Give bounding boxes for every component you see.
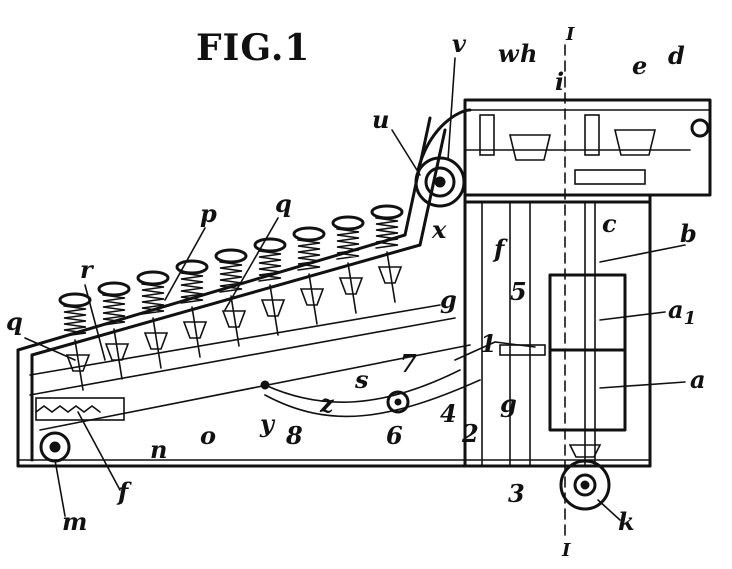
label-b: b bbox=[680, 219, 697, 248]
key-3 bbox=[136, 270, 170, 369]
key-7 bbox=[292, 226, 326, 325]
leader-lines bbox=[24, 57, 686, 521]
label-s: s bbox=[354, 365, 369, 394]
label-section-bottom: I bbox=[561, 540, 571, 561]
roller-k bbox=[559, 444, 611, 511]
key-2 bbox=[97, 281, 131, 380]
figure-title: FIG.1 bbox=[196, 27, 310, 69]
label-1: 1 bbox=[480, 329, 497, 358]
label-k: k bbox=[618, 507, 635, 536]
label-u: u bbox=[372, 105, 389, 134]
label-m: m bbox=[62, 507, 87, 536]
label-c: c bbox=[602, 209, 617, 238]
lever-arms bbox=[260, 341, 546, 418]
label-q-upper: q bbox=[275, 189, 292, 218]
label-e: e bbox=[632, 51, 647, 80]
label-p: p bbox=[200, 199, 217, 228]
label-y: y bbox=[259, 409, 276, 438]
label-4: 4 bbox=[440, 399, 457, 428]
key-1 bbox=[58, 292, 92, 391]
main-housing bbox=[463, 193, 652, 468]
weight-a bbox=[548, 348, 627, 432]
coil-spring-left bbox=[35, 397, 125, 421]
key-6 bbox=[253, 237, 287, 336]
label-5: 5 bbox=[510, 277, 527, 306]
label-3: 3 bbox=[508, 479, 525, 508]
reference-labels: v w h i I e d u p q q r x c b f 5 g 1 a1… bbox=[6, 24, 706, 561]
label-w: w bbox=[498, 39, 520, 68]
key-4 bbox=[175, 259, 209, 358]
label-f-lower: f bbox=[116, 477, 132, 506]
label-z: z bbox=[319, 389, 335, 418]
label-section-top: I bbox=[565, 24, 575, 45]
label-a1: a1 bbox=[668, 295, 696, 329]
label-f-upper: f bbox=[492, 234, 508, 263]
label-h: h bbox=[520, 39, 537, 68]
base-frame bbox=[16, 348, 652, 468]
key-8 bbox=[331, 215, 365, 314]
key-5 bbox=[214, 248, 248, 347]
label-x: x bbox=[431, 215, 447, 244]
label-8: 8 bbox=[285, 421, 303, 450]
weight-a1 bbox=[548, 273, 627, 352]
key-9 bbox=[370, 204, 404, 303]
label-r: r bbox=[80, 255, 95, 284]
label-g-upper: g bbox=[440, 285, 457, 314]
label-n: n bbox=[150, 435, 167, 464]
label-6: 6 bbox=[386, 421, 403, 450]
label-7: 7 bbox=[400, 349, 417, 378]
label-q-left: q bbox=[6, 307, 23, 336]
label-a: a bbox=[690, 365, 706, 394]
key-row bbox=[58, 204, 404, 391]
roller-m bbox=[39, 431, 71, 463]
label-v: v bbox=[452, 29, 467, 58]
label-d: d bbox=[668, 41, 685, 70]
label-2: 2 bbox=[461, 419, 479, 448]
label-g-lower: g bbox=[500, 389, 517, 418]
label-i-top: i bbox=[555, 67, 564, 96]
label-o: o bbox=[200, 421, 216, 450]
drum-v bbox=[414, 108, 472, 208]
upper-mechanism bbox=[463, 98, 712, 197]
